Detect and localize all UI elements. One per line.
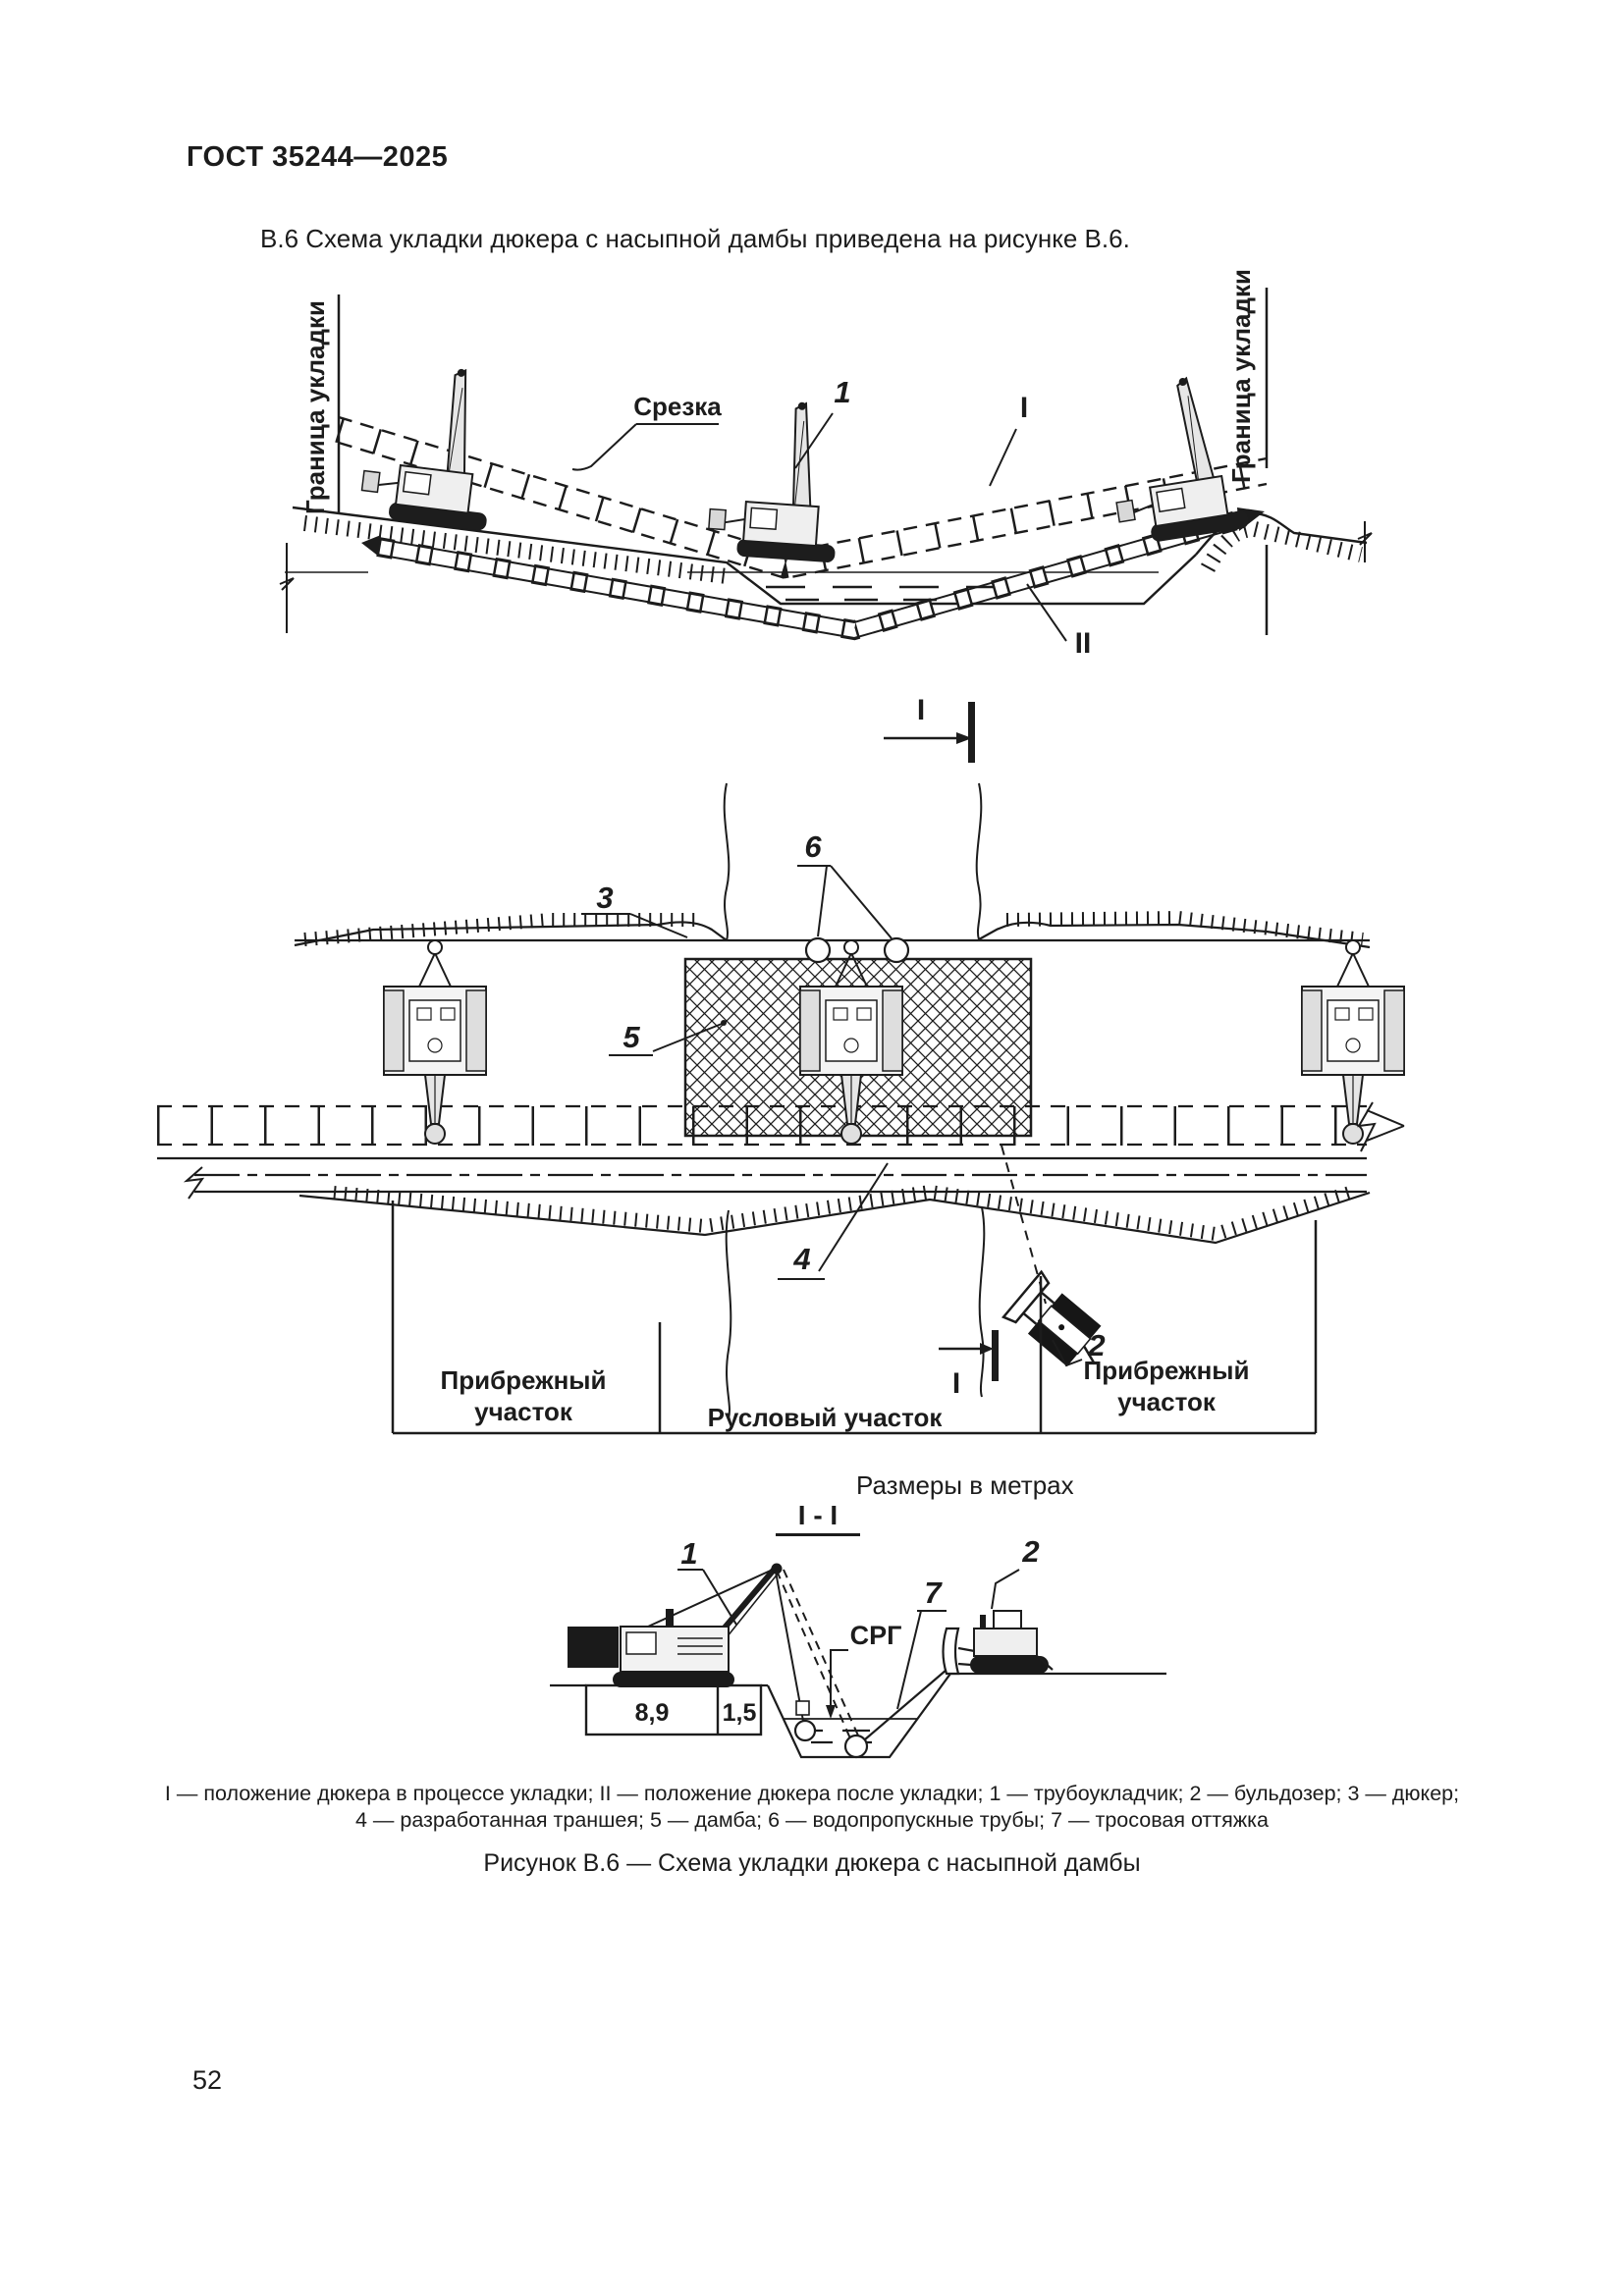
plan-view-diagram: I 3 6 5 4 2 Прибрежный уч: [157, 782, 1405, 1435]
pipelayer-callout-1: 1: [834, 375, 850, 409]
profile-view-diagram: Граница укладки Граница укладки: [279, 269, 1373, 763]
section-cut-mark-bottom: I: [939, 1330, 999, 1400]
legend-line-2: 4 — разработанная траншея; 5 — дамба; 6 …: [354, 1808, 1269, 1832]
culvert-pipe-right: [883, 936, 910, 964]
position-I-callout: I: [1020, 392, 1028, 424]
figure-caption: Рисунок В.6 — Схема укладки дюкера с нас…: [483, 1849, 1141, 1877]
section-mark-letter-bottom: I: [952, 1367, 960, 1400]
units-note: Размеры в метрах: [856, 1470, 1074, 1500]
pipe-string-plan: [157, 1104, 1405, 1147]
intro-paragraph: В.6 Схема укладки дюкера с насыпной дамб…: [260, 224, 1130, 253]
boundary-left-label: Граница укладки: [300, 300, 330, 514]
section-callout-2: 2: [1021, 1534, 1039, 1569]
zone-right-label-1: Прибрежный: [1084, 1356, 1250, 1385]
duker-callout-3: 3: [596, 881, 613, 915]
zone-middle-label: Русловый участок: [708, 1403, 944, 1432]
section-view-diagram: 8,9 1,5: [550, 1534, 1166, 1759]
section-pipe-circle-1: [793, 1719, 817, 1742]
river-line-left-lower: [725, 1209, 732, 1419]
figure-legend: I — положение дюкера в процессе укладки;…: [88, 1781, 1536, 1834]
river-line-right-lower: [978, 1206, 986, 1398]
page-number: 52: [192, 2065, 223, 2095]
section-pipelayer: [568, 1563, 783, 1687]
section-cut-mark-top: I: [884, 694, 975, 763]
river-line-right-upper: [975, 782, 983, 940]
culverts-callout-6: 6: [804, 829, 822, 864]
culvert-pipe-left: [804, 936, 832, 964]
page-header: ГОСТ 35244—2025: [187, 141, 449, 173]
section-callout-1: 1: [680, 1536, 697, 1571]
dim-8-9: 8,9: [635, 1699, 670, 1727]
zone-right-label-2: участок: [1117, 1387, 1217, 1416]
dim-1-5: 1,5: [723, 1699, 757, 1727]
boundary-right-label: Граница укладки: [1226, 269, 1256, 483]
section-view-title: I - I: [776, 1500, 860, 1536]
upper-bank: [294, 910, 1371, 949]
pipelayer-middle: [706, 395, 846, 564]
pipeline-position-I: [335, 415, 1270, 580]
section-bulldozer: [942, 1610, 1054, 1676]
pipelayer-plan-right: [1301, 939, 1405, 1145]
pipelayer-plan-left: [383, 939, 487, 1145]
trench-callout-4: 4: [792, 1242, 810, 1276]
zone-bracket: [391, 1201, 1318, 1435]
section-callout-7: 7: [924, 1575, 943, 1610]
section-pipe-circle-2: [843, 1734, 869, 1759]
legend-line-1: I — положение дюкера в процессе укладки;…: [164, 1782, 1460, 1805]
position-II-callout: II: [1075, 627, 1092, 660]
section-cables: [775, 1569, 947, 1740]
bulldozer-callout-2: 2: [1087, 1328, 1105, 1362]
lower-bank: [298, 1184, 1371, 1245]
dam-callout-5: 5: [623, 1020, 640, 1054]
river-line-left-upper: [723, 782, 731, 941]
ground-profile: [279, 506, 1373, 633]
cut-label: Срезка: [633, 392, 722, 421]
section-mark-letter-top: I: [917, 694, 925, 726]
pipeline-position-II: [361, 507, 1265, 641]
water-level-label: СРГ: [850, 1621, 902, 1650]
zone-left-label-2: участок: [474, 1397, 573, 1426]
zone-left-label-1: Прибрежный: [441, 1365, 607, 1395]
bulldozer-cable-dashed: [1001, 1145, 1047, 1305]
